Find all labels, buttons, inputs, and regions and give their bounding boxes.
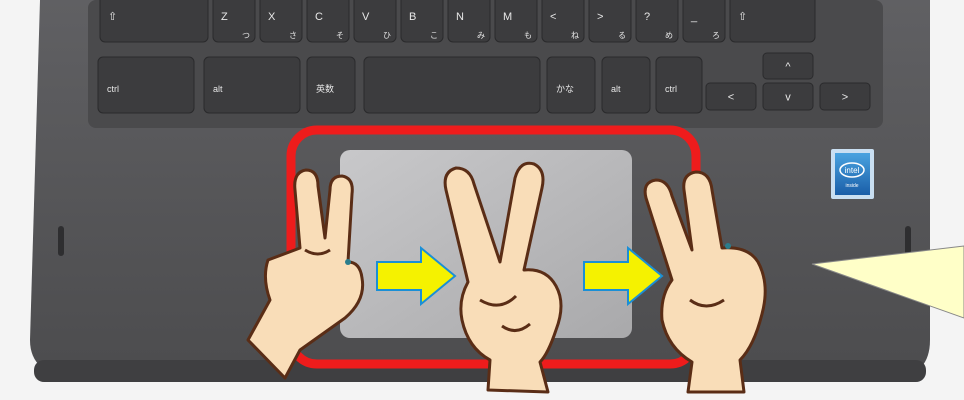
keyboard-key[interactable]: alt [204, 57, 300, 113]
key-kana-label: さ [289, 31, 297, 40]
keyboard-key[interactable]: <ね [542, 0, 584, 42]
keyboard-key[interactable]: >る [589, 0, 631, 42]
intel-badge-line1: intel [845, 166, 860, 175]
key-label: かな [556, 84, 574, 94]
key-label: ctrl [107, 84, 119, 94]
keyboard-key[interactable]: Cそ [307, 0, 349, 42]
keyboard-key[interactable]: Nみ [448, 0, 490, 42]
key-kana-label: み [477, 31, 485, 40]
key-label: B [409, 11, 416, 23]
intel-badge-line2: inside [845, 183, 858, 189]
left-slot [58, 226, 64, 256]
keyboard-key[interactable]: ctrl [98, 57, 194, 113]
keyboard-key[interactable]: _ろ [683, 0, 725, 42]
keyboard-key[interactable]: Zつ [213, 0, 255, 42]
keyboard-key[interactable]: Bこ [401, 0, 443, 42]
key-label: X [268, 11, 276, 23]
key-kana-label: こ [430, 31, 438, 40]
key-kana-label: ね [571, 31, 579, 40]
key-label: ⇧ [108, 11, 117, 23]
key-label: > [597, 11, 603, 23]
key-row-bottom: ctrl alt 英数 かな alt ctrl [98, 57, 702, 113]
key-kana-label: ひ [383, 31, 391, 40]
key-kana-label: ろ [712, 31, 720, 40]
arrow-right-icon: > [842, 92, 848, 104]
key-label: N [456, 11, 464, 23]
key-label: M [503, 11, 512, 23]
key-label: alt [213, 84, 223, 94]
key-label: ctrl [665, 84, 677, 94]
keyboard-key[interactable]: Xさ [260, 0, 302, 42]
key-kana-label: る [618, 31, 626, 40]
keyboard-key[interactable]: Mも [495, 0, 537, 42]
keyboard-key[interactable]: ⇧ [100, 0, 208, 42]
arrow-down-icon: v [785, 92, 791, 104]
key-label: _ [690, 11, 698, 23]
keyboard-key[interactable]: ?め [636, 0, 678, 42]
arrow-key-right[interactable]: > [820, 83, 870, 110]
keyboard-key[interactable] [364, 57, 540, 113]
keyboard-key[interactable]: かな [547, 57, 595, 113]
key-kana-label: も [524, 31, 532, 40]
keyboard-key[interactable]: Vひ [354, 0, 396, 42]
key-label: alt [611, 84, 621, 94]
key-label: C [315, 11, 323, 23]
key-kana-label: そ [336, 31, 344, 40]
right-slot [905, 226, 911, 256]
key-label: Z [221, 11, 228, 23]
arrow-key-left[interactable]: < [706, 83, 756, 110]
intel-badge: intel inside [831, 149, 874, 199]
arrow-up-icon: ^ [785, 61, 791, 73]
key-label: < [550, 11, 556, 23]
keyboard-key[interactable]: ⇧ [730, 0, 815, 42]
arrow-key-up[interactable]: ^ [763, 53, 813, 79]
keyboard-key[interactable]: alt [602, 57, 650, 113]
key-label: ⇧ [738, 11, 747, 23]
key-label: V [362, 11, 370, 23]
keyboard-key[interactable]: ctrl [656, 57, 702, 113]
keyboard-key[interactable]: 英数 [307, 57, 355, 113]
key-label: 英数 [316, 83, 334, 94]
arrow-key-down[interactable]: v [763, 83, 813, 110]
key-kana-label: め [665, 31, 673, 40]
arrow-left-icon: < [728, 92, 734, 104]
key-label: ? [644, 11, 650, 23]
key-kana-label: つ [242, 31, 250, 40]
